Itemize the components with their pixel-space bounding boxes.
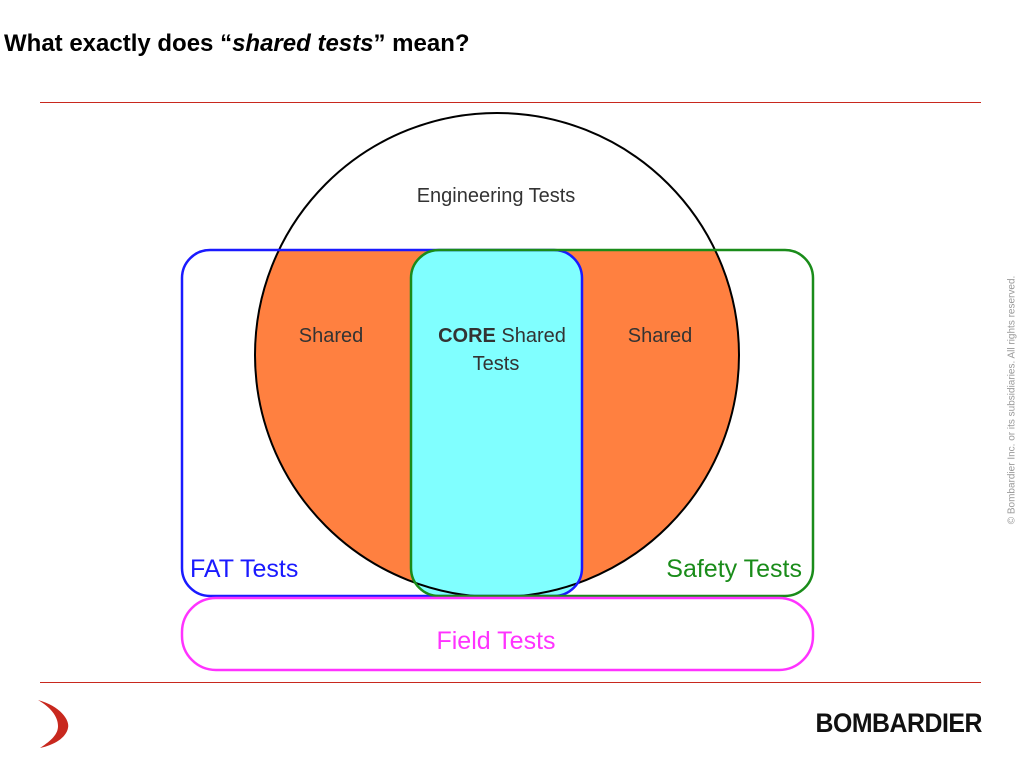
safety-box — [409, 248, 815, 598]
bombardier-logo-icon — [38, 700, 69, 748]
bottom-divider — [40, 682, 981, 683]
core-bold: CORE — [438, 325, 496, 347]
fat-label: FAT Tests — [190, 555, 298, 583]
core-shared-label: CORE Shared — [438, 325, 566, 347]
engineering-label: Engineering Tests — [417, 185, 576, 207]
title-prefix: What exactly does “ — [4, 30, 233, 57]
title-emphasis: shared tests — [232, 30, 374, 57]
top-divider — [40, 102, 981, 103]
core-rest: Shared — [496, 325, 566, 347]
shared-left-label: Shared — [299, 325, 364, 347]
fat-box — [180, 248, 584, 598]
safety-label: Safety Tests — [666, 555, 802, 583]
brand-wordmark: BOMBARDIER — [815, 708, 982, 738]
copyright-notice: © Bombardier Inc. or its subsidiaries. A… — [1006, 275, 1018, 525]
title-suffix: ” mean? — [373, 30, 470, 57]
core-shared-fill — [411, 250, 582, 596]
field-box — [180, 596, 815, 672]
shared-right-label: Shared — [628, 325, 693, 347]
slide-title: What exactly does “shared tests” mean? — [4, 30, 470, 58]
core-tests-label: Tests — [473, 353, 520, 375]
field-label: Field Tests — [436, 627, 555, 655]
